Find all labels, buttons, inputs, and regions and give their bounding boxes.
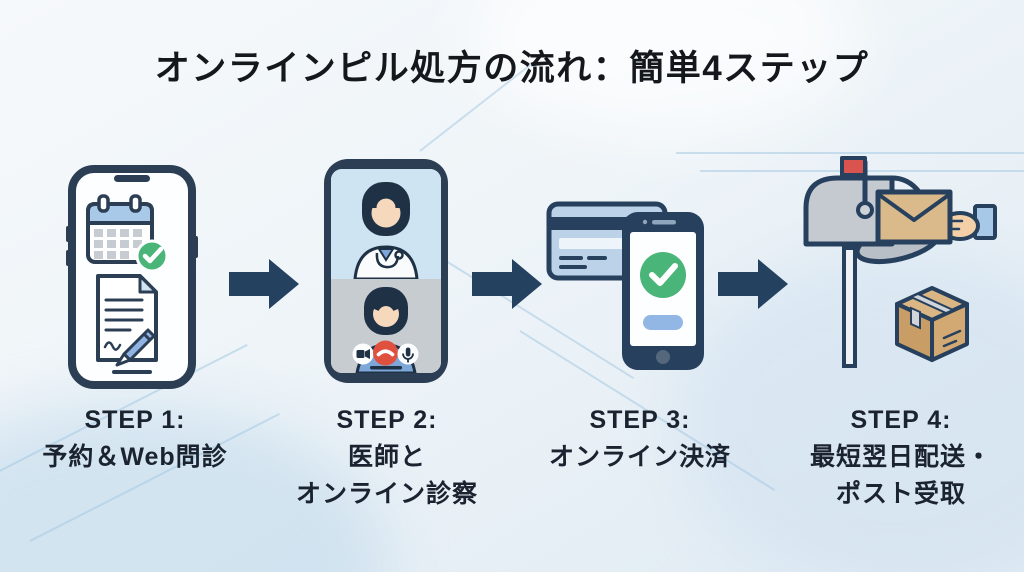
step-3-line1: オンライン決済 [548, 443, 731, 471]
step-4-label: STEP 4: [850, 406, 952, 434]
arrow-right-icon [229, 259, 299, 309]
step-3-label: STEP 3: [589, 406, 691, 434]
step-1-label: STEP 1: [84, 406, 186, 434]
step-4-caption: STEP 4: 最短翌日配送・ ポスト受取 [786, 402, 1016, 513]
step-2-caption: STEP 2: 医師と オンライン診察 [277, 402, 497, 513]
page-title: オンラインピル処方の流れ：簡単4ステップ [154, 49, 870, 88]
step-4-line1: 最短翌日配送・ [809, 443, 992, 471]
step-1-line1: 予約＆Web問診 [42, 443, 228, 471]
step-2-label: STEP 2: [336, 406, 438, 434]
step-1-caption: STEP 1: 予約＆Web問診 [25, 402, 245, 476]
arrow-right-icon [718, 259, 788, 309]
mailbox-parcel-delivery-icon [803, 156, 997, 368]
phone-video-call-doctor-icon [324, 159, 448, 383]
credit-card-phone-payment-icon [546, 201, 704, 370]
phone-calendar-web-form-icon [66, 165, 198, 389]
step-4-line2: ポスト受取 [835, 480, 966, 508]
step-2-line2: オンライン診察 [295, 480, 478, 508]
step-3-caption: STEP 3: オンライン決済 [530, 402, 750, 476]
arrow-right-icon [472, 259, 542, 309]
step-2-line1: 医師と [347, 443, 426, 471]
